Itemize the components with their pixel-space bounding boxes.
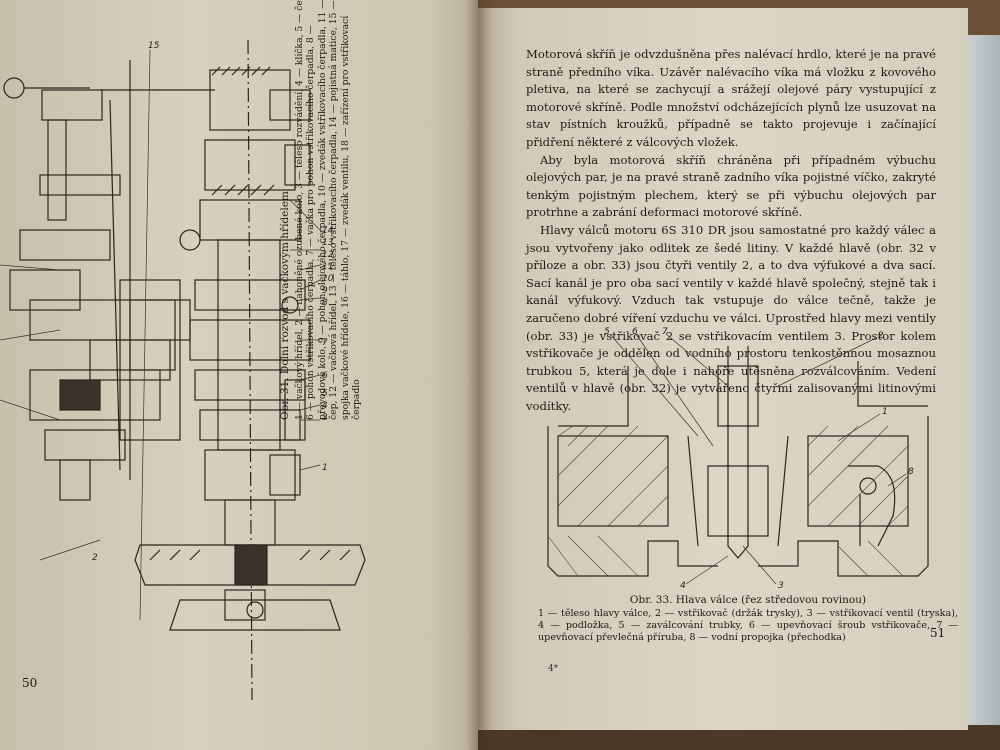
camshaft-drawing: 1 2 3 4 5 6 7 8 9 10 11 12 13 14 15 [0,39,366,701]
right-callout: 4 [680,581,686,591]
left-figure-caption-title: Obr. 31. Dolní rozvod s vačkovým hřídele… [279,191,291,420]
paragraph: Hlavy válců motoru 6S 310 DR jsou samost… [526,222,936,413]
left-figure-caption-body: 1 — vačkový hřídel, 2 — nahoněné ozubené… [293,0,363,420]
left-callout: 8 [322,298,328,308]
right-callout: 6 [632,327,638,337]
left-callout: 11 [322,262,333,272]
left-callout: 10 [322,274,334,284]
left-callout: 1 [322,463,328,473]
right-page: Motorová skříň je odvzdušněna přes nalév… [478,8,968,730]
left-page-number: 50 [22,676,38,690]
book-gutter [466,0,492,750]
left-callout: 3 [322,413,328,423]
right-callout: 8 [908,467,914,477]
left-callout: 2 [92,553,98,563]
left-callout: 15 [148,41,160,51]
left-callout: 6 [322,371,328,381]
right-page-number: 51 [930,626,946,640]
right-callout: 1 [882,407,888,417]
left-callout: 5 [322,389,328,399]
left-callout: 7 [322,338,328,348]
right-body-text: Motorová skříň je odvzdušněna přes nalév… [526,46,936,415]
left-callout: 4 [322,401,328,411]
left-callout: 12 [322,250,334,260]
right-callout: 2 [878,331,884,341]
left-page: 1 2 3 4 5 6 7 8 9 10 11 12 13 14 15 Obr.… [0,0,478,750]
right-callout: 5 [604,327,610,337]
right-callout: 7 [662,327,668,337]
left-figure-caption: Obr. 31. Dolní rozvod s vačkovým hřídele… [279,0,363,420]
right-callout: 3 [778,581,784,591]
right-figure-caption-body: 1 — těleso hlavy válce, 2 — vstřikovač (… [538,608,958,643]
left-callout: 9 [322,286,328,296]
paragraph: Motorová skříň je odvzdušněna přes nalév… [526,47,936,149]
left-callout: 13 [322,238,334,248]
right-figure-caption: Obr. 33. Hlava válce (řez středovou rovi… [538,594,958,644]
signature-mark: 4* [548,664,559,674]
right-figure-caption-title: Obr. 33. Hlava válce (řez středovou rovi… [629,594,867,606]
left-callout: 14 [322,226,334,236]
paragraph: Aby byla motorová skříň chráněna při pří… [526,152,936,220]
cylinder-head-drawing: 5 6 7 2 1 8 4 3 [547,327,929,591]
